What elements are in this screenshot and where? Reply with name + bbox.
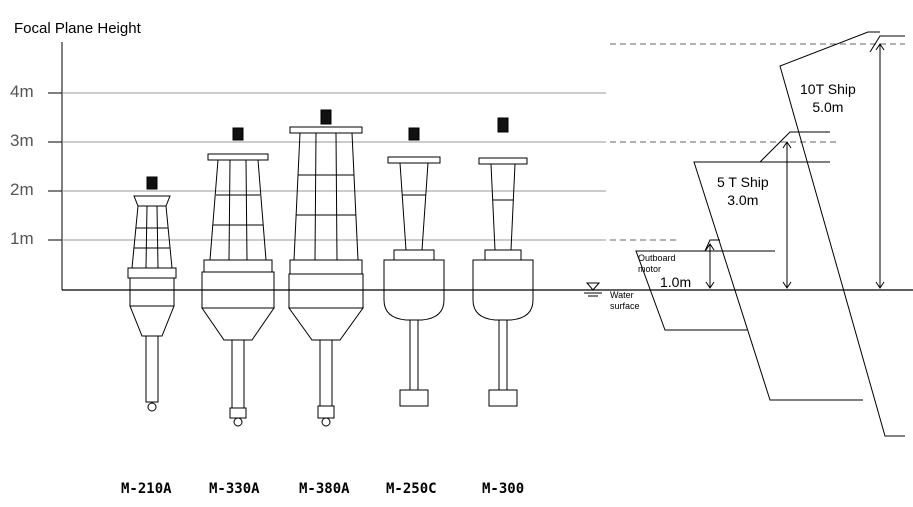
ship-5t-name: 5 T Ship xyxy=(717,174,769,190)
outboard-boat-outline xyxy=(635,239,775,331)
model-label-m-380a: M-380A xyxy=(299,481,350,497)
model-label-m-300: M-300 xyxy=(482,481,525,497)
dashed-levels xyxy=(610,43,905,241)
buoy-m-210a xyxy=(127,176,177,412)
buoy-m-300 xyxy=(472,117,534,407)
tick-label-3m: 3m xyxy=(10,131,34,150)
buoy-m-250c xyxy=(383,127,445,407)
buoy-m-380a xyxy=(288,109,364,427)
tick-label-1m: 1m xyxy=(10,229,34,248)
diagram-title: Focal Plane Height xyxy=(14,20,141,37)
buoy-m-330a xyxy=(201,127,275,427)
tick-label-2m: 2m xyxy=(10,180,34,199)
ship-10t-height: 5.0m xyxy=(812,99,844,115)
ship-5t-height: 3.0m xyxy=(727,192,759,208)
ship-10t-name: 10T Ship xyxy=(800,81,856,97)
water-symbol xyxy=(584,282,602,297)
height-gridlines xyxy=(48,92,606,241)
tick-label-4m: 4m xyxy=(10,82,34,101)
ship-10t-label: 10T Ship 5.0m xyxy=(800,80,856,116)
water-surface-label: Water surface xyxy=(610,290,640,311)
model-label-m-250c: M-250C xyxy=(386,481,437,497)
model-label-m-330a: M-330A xyxy=(209,481,260,497)
ship-5t-label: 5 T Ship 3.0m xyxy=(717,173,769,209)
ship-5t-outline xyxy=(693,131,863,401)
outboard-motor-height: 1.0m xyxy=(660,274,692,290)
ship-10t-outline xyxy=(779,31,905,437)
outboard-motor-name: Outboard motor xyxy=(638,253,676,274)
model-label-m-210a: M-210A xyxy=(121,481,172,497)
